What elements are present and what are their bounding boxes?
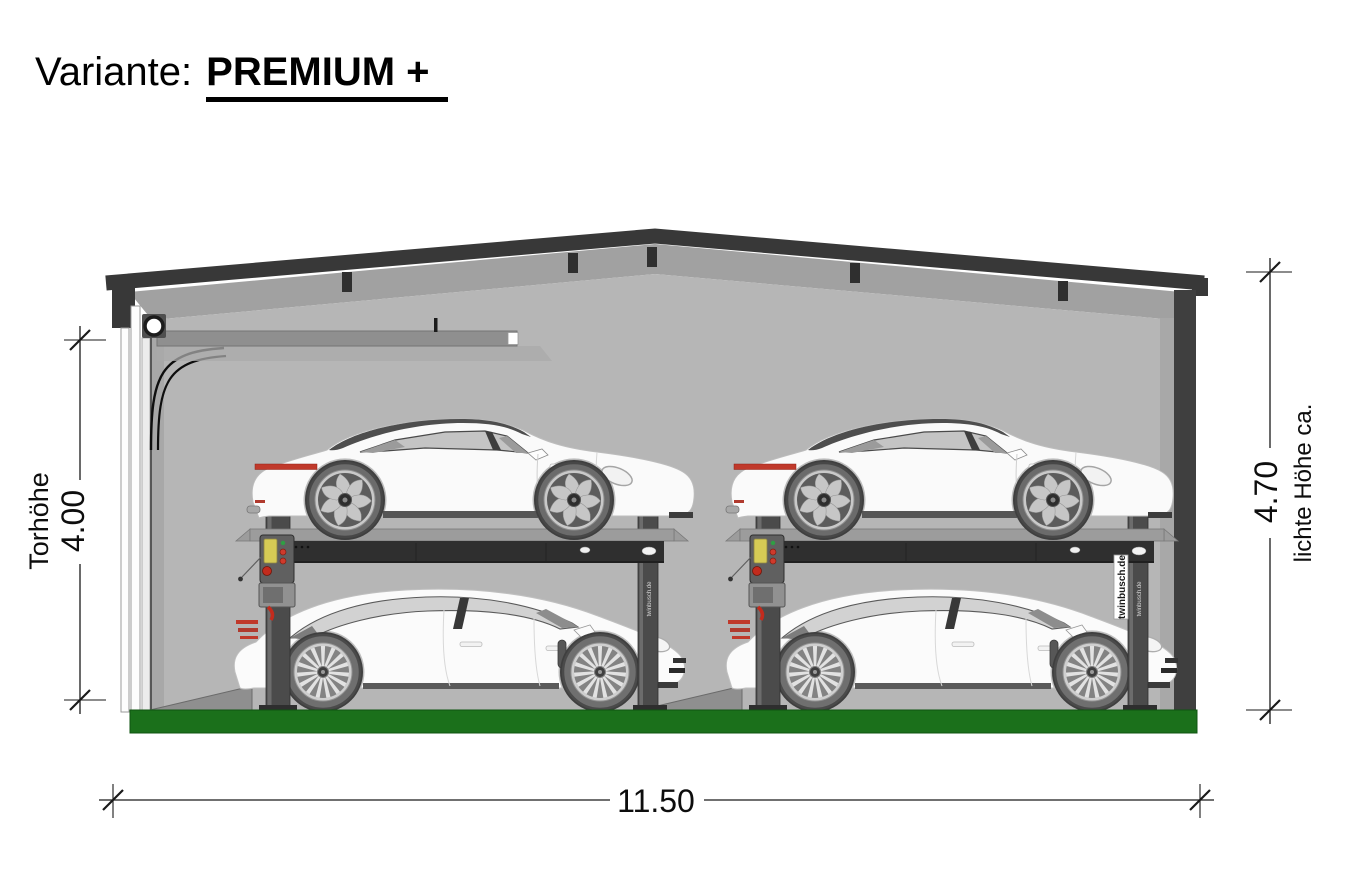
garage-door-open: [120, 305, 552, 713]
left-eave-post: [112, 278, 135, 328]
dimension-clear-height: 4.70 lichte Höhe ca.: [1246, 258, 1317, 724]
door-track-hanger: [434, 318, 438, 332]
lift-brand-sign: twinbusch.de: [1113, 554, 1129, 620]
door-spring-shaft: [143, 315, 165, 337]
title-variant-name: PREMIUM +: [206, 50, 448, 102]
door-panel-overhead: [156, 330, 518, 347]
dimension-clear-height-value: 4.70: [1248, 461, 1284, 523]
door-guide-rail: [130, 305, 141, 713]
dimension-clear-height-label: lichte Höhe ca.: [1290, 404, 1317, 563]
left-inner-shadow: [150, 318, 164, 712]
dimension-door-height: 4.00 Torhöhe: [24, 326, 106, 714]
dimension-overall-width: 11.50: [99, 783, 1214, 819]
dimension-door-height-value: 4.00: [55, 490, 91, 552]
door-track-shadow: [157, 346, 552, 361]
drawing-title: Variante: PREMIUM +: [35, 50, 448, 102]
door-guide-rail: [141, 337, 151, 713]
dimension-door-height-label: Torhöhe: [24, 472, 54, 570]
right-wall: [1174, 290, 1196, 710]
floor-slab-green: [129, 709, 1198, 734]
roof-purlins: [342, 247, 1068, 301]
title-prefix: Variante:: [35, 50, 193, 94]
dimension-overall-width-value: 11.50: [617, 783, 695, 819]
door-guide-rail: [120, 327, 130, 713]
lift-brand-sign-text: twinbusch.de: [1117, 555, 1128, 619]
roof-beam: [105, 228, 1205, 291]
